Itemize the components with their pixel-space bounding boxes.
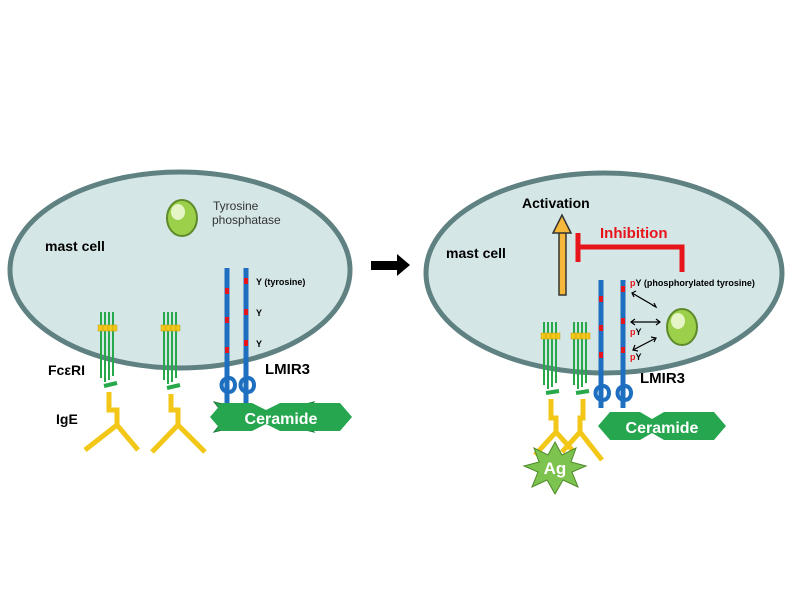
ag-label: Ag	[544, 459, 567, 478]
lmir3-right-label: LMIR3	[640, 370, 685, 387]
py-prefix-3: p	[630, 352, 636, 362]
py-main-text: Y (phosphorylated tyrosine)	[636, 278, 755, 288]
lmir3-right	[593, 280, 633, 408]
antigen-star	[522, 440, 588, 496]
binding-arrows	[630, 290, 661, 352]
ceramide-left-label: Ceramide	[245, 411, 318, 428]
py-y-2: Y	[636, 327, 642, 337]
left-mast-cell	[7, 169, 353, 371]
ige-left-2	[150, 394, 207, 454]
ige-right	[533, 399, 604, 462]
py-label-3: pY	[630, 352, 642, 362]
fceri-receptor-2-beads	[160, 324, 181, 332]
fceri-receptor-3-beads	[540, 332, 561, 340]
lmir3-left	[219, 268, 256, 405]
ige-label: IgE	[56, 411, 78, 427]
ige-left-1	[83, 392, 140, 452]
fceri-receptor-4-alpha	[575, 389, 590, 395]
left-y-tyrosine: Y (tyrosine)	[256, 277, 305, 287]
right-tyrosine-marks	[599, 286, 625, 358]
lmir3-left-label: LMIR3	[265, 361, 310, 378]
fceri-receptor-2	[163, 312, 177, 384]
py-prefix-2: p	[630, 327, 636, 337]
inhibition-bar	[575, 233, 685, 272]
py-label-2: pY	[630, 327, 642, 337]
py-y-3: Y	[636, 352, 642, 362]
left-y-2: Y	[256, 308, 262, 318]
fceri-receptor-1	[100, 312, 114, 382]
activation-arrow	[551, 213, 573, 296]
fceri-receptor-3-alpha	[545, 389, 560, 395]
phosphatase-label-line2: phosphatase	[212, 213, 281, 227]
fceri-receptor-1-beads	[97, 324, 118, 332]
right-panel: mast cell Activation Inhibition	[423, 170, 785, 496]
fceri-label: FcεRI	[48, 362, 85, 378]
left-y-3: Y	[256, 339, 262, 349]
left-cell-label: mast cell	[45, 238, 105, 254]
left-panel: Tyrosine phosphatase mast cell	[7, 169, 353, 454]
phosphatase-label-line1: Tyrosine	[213, 199, 259, 213]
py-prefix-1: p	[630, 278, 636, 288]
py-label-main: pY (phosphorylated tyrosine)	[630, 278, 755, 288]
right-mast-cell	[423, 170, 785, 376]
transition-arrow	[371, 254, 410, 276]
right-cell-label: mast cell	[446, 245, 506, 261]
fceri-receptor-1-alpha	[103, 381, 118, 388]
left-phosphatase	[166, 199, 198, 237]
ceramide-right	[598, 412, 726, 440]
activation-label: Activation	[522, 195, 590, 211]
right-phosphatase	[666, 308, 698, 346]
fceri-receptor-2-alpha	[166, 383, 181, 390]
ceramide-right-label: Ceramide	[626, 420, 699, 437]
fceri-receptor-4-beads	[570, 332, 591, 340]
inhibition-label: Inhibition	[600, 225, 667, 242]
ceramide-left-body	[210, 403, 352, 431]
left-tyrosine-marks	[225, 278, 248, 353]
